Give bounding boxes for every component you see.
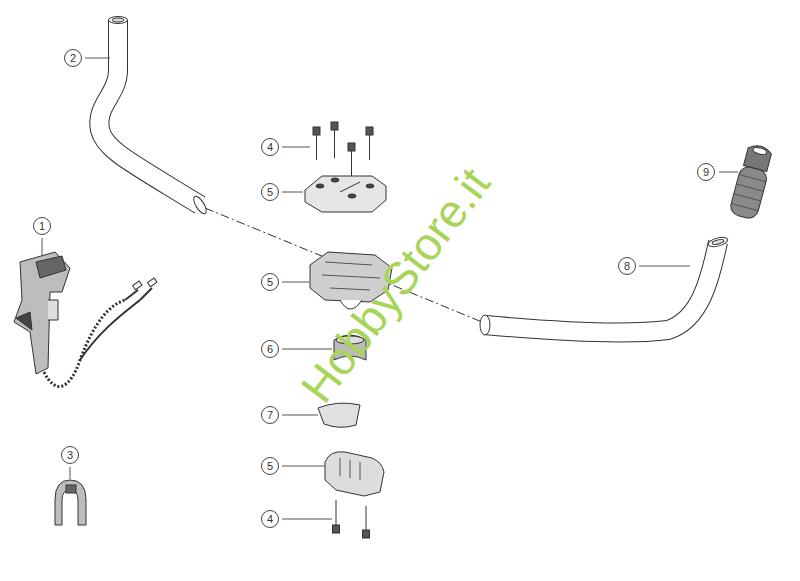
clamp-bottom (325, 452, 384, 496)
callout-circle: 5 (261, 183, 279, 201)
leader-lines (42, 58, 738, 519)
callout-number: 4 (267, 514, 273, 525)
callout-number: 1 (39, 221, 45, 232)
callout-number: 5 (267, 277, 273, 288)
callout-number: 7 (267, 410, 273, 421)
callout-circle: 2 (64, 49, 82, 67)
bolts-bottom (333, 500, 370, 538)
half-shell (318, 403, 360, 427)
callout-circle: 1 (33, 217, 51, 235)
callout-circle: 6 (261, 340, 279, 358)
clamp-top (305, 176, 386, 212)
handlebar-left (99, 17, 208, 216)
callout-number: 6 (267, 344, 273, 355)
callout-circle: 3 (61, 446, 79, 464)
callout-number: 5 (267, 187, 273, 198)
grip (729, 143, 775, 221)
callout-number: 8 (624, 261, 630, 272)
callout-circle: 5 (261, 273, 279, 291)
callout-circle: 4 (261, 510, 279, 528)
callout-number: 4 (267, 142, 273, 153)
handlebar-right (480, 236, 729, 335)
cable-clip (55, 480, 86, 525)
callout-circle: 5 (261, 457, 279, 475)
bolts-top (313, 122, 373, 177)
callout-number: 2 (70, 53, 76, 64)
callout-number: 3 (67, 450, 73, 461)
callout-circle: 4 (261, 138, 279, 156)
callout-circle: 7 (261, 406, 279, 424)
callout-number: 9 (703, 167, 709, 178)
callout-number: 5 (267, 461, 273, 472)
throttle-control (14, 252, 157, 386)
callout-circle: 9 (697, 163, 715, 181)
callout-circle: 8 (618, 257, 636, 275)
